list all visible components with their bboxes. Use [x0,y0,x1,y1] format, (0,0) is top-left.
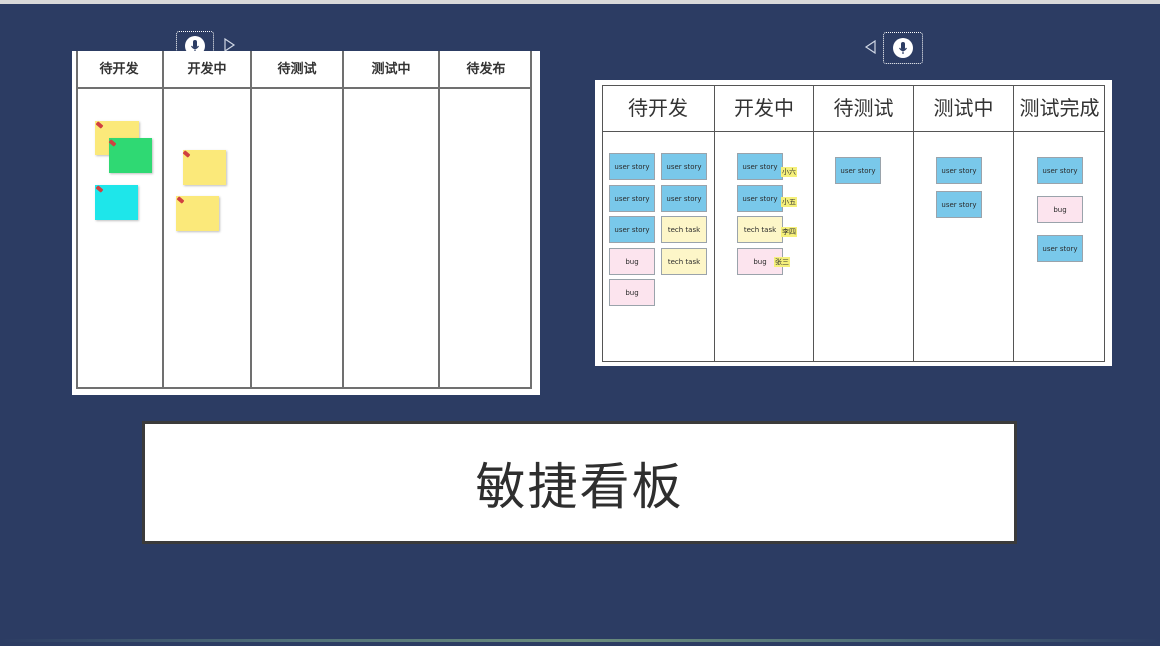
card-user-story: user story [661,153,707,180]
column-header: 测试中 [933,96,994,120]
card-user-story: user story [609,185,655,212]
card-user-story: user story [609,153,655,180]
column-header: 待开发 [99,62,139,77]
column-header: 开发中 [187,62,227,77]
card-user-story: user story [737,153,783,180]
bottom-accent-line [0,639,1160,642]
card-tech-task: tech task [737,216,783,243]
card-user-story: user story [936,191,982,218]
column-divider [250,51,252,389]
assignee-tag: 小六 [781,167,797,177]
board-frame [76,51,532,389]
kanban-board-sticky-notes: 待开发 开发中 待测试 测试中 待发布 [72,51,540,395]
column-divider [342,51,344,389]
board-header-row [76,51,532,89]
column-divider [438,51,440,389]
header-divider [602,131,1105,132]
column-divider [913,85,914,362]
assignee-tag: 小五 [781,197,797,207]
column-header: 测试完成 [1019,96,1100,120]
top-strip [0,0,1160,4]
sticky-note-yellow [183,150,226,185]
column-divider [714,85,715,362]
column-header: 待发布 [466,62,506,77]
card-user-story: user story [1037,157,1083,184]
kanban-board-cards: 待开发 开发中 待测试 测试中 测试完成 user story user sto… [595,80,1112,366]
assignee-tag: 张三 [774,257,790,267]
card-user-story: user story [1037,235,1083,262]
play-triangle-icon[interactable] [224,38,236,52]
microphone-icon [893,38,913,58]
column-divider [813,85,814,362]
card-tech-task: tech task [661,216,707,243]
title-box: 敏捷看板 [142,421,1017,544]
card-bug: bug [609,279,655,306]
column-header: 待测试 [833,96,894,120]
column-header: 测试中 [371,62,411,77]
card-user-story: user story [609,216,655,243]
card-tech-task: tech task [661,248,707,275]
card-bug: bug [1037,196,1083,223]
card-bug: bug [609,248,655,275]
assignee-tag: 李四 [781,227,797,237]
card-user-story: user story [936,157,982,184]
audio-button-right[interactable] [883,32,923,64]
board-frame [602,85,1105,362]
column-header: 开发中 [734,96,794,120]
card-user-story: user story [835,157,881,184]
card-user-story: user story [661,185,707,212]
card-user-story: user story [737,185,783,212]
back-triangle-icon[interactable] [864,40,876,54]
column-header: 待测试 [277,62,317,77]
column-header: 待开发 [628,96,688,120]
slide-title: 敏捷看板 [475,457,684,516]
column-divider [1013,85,1014,362]
column-divider [162,51,164,389]
